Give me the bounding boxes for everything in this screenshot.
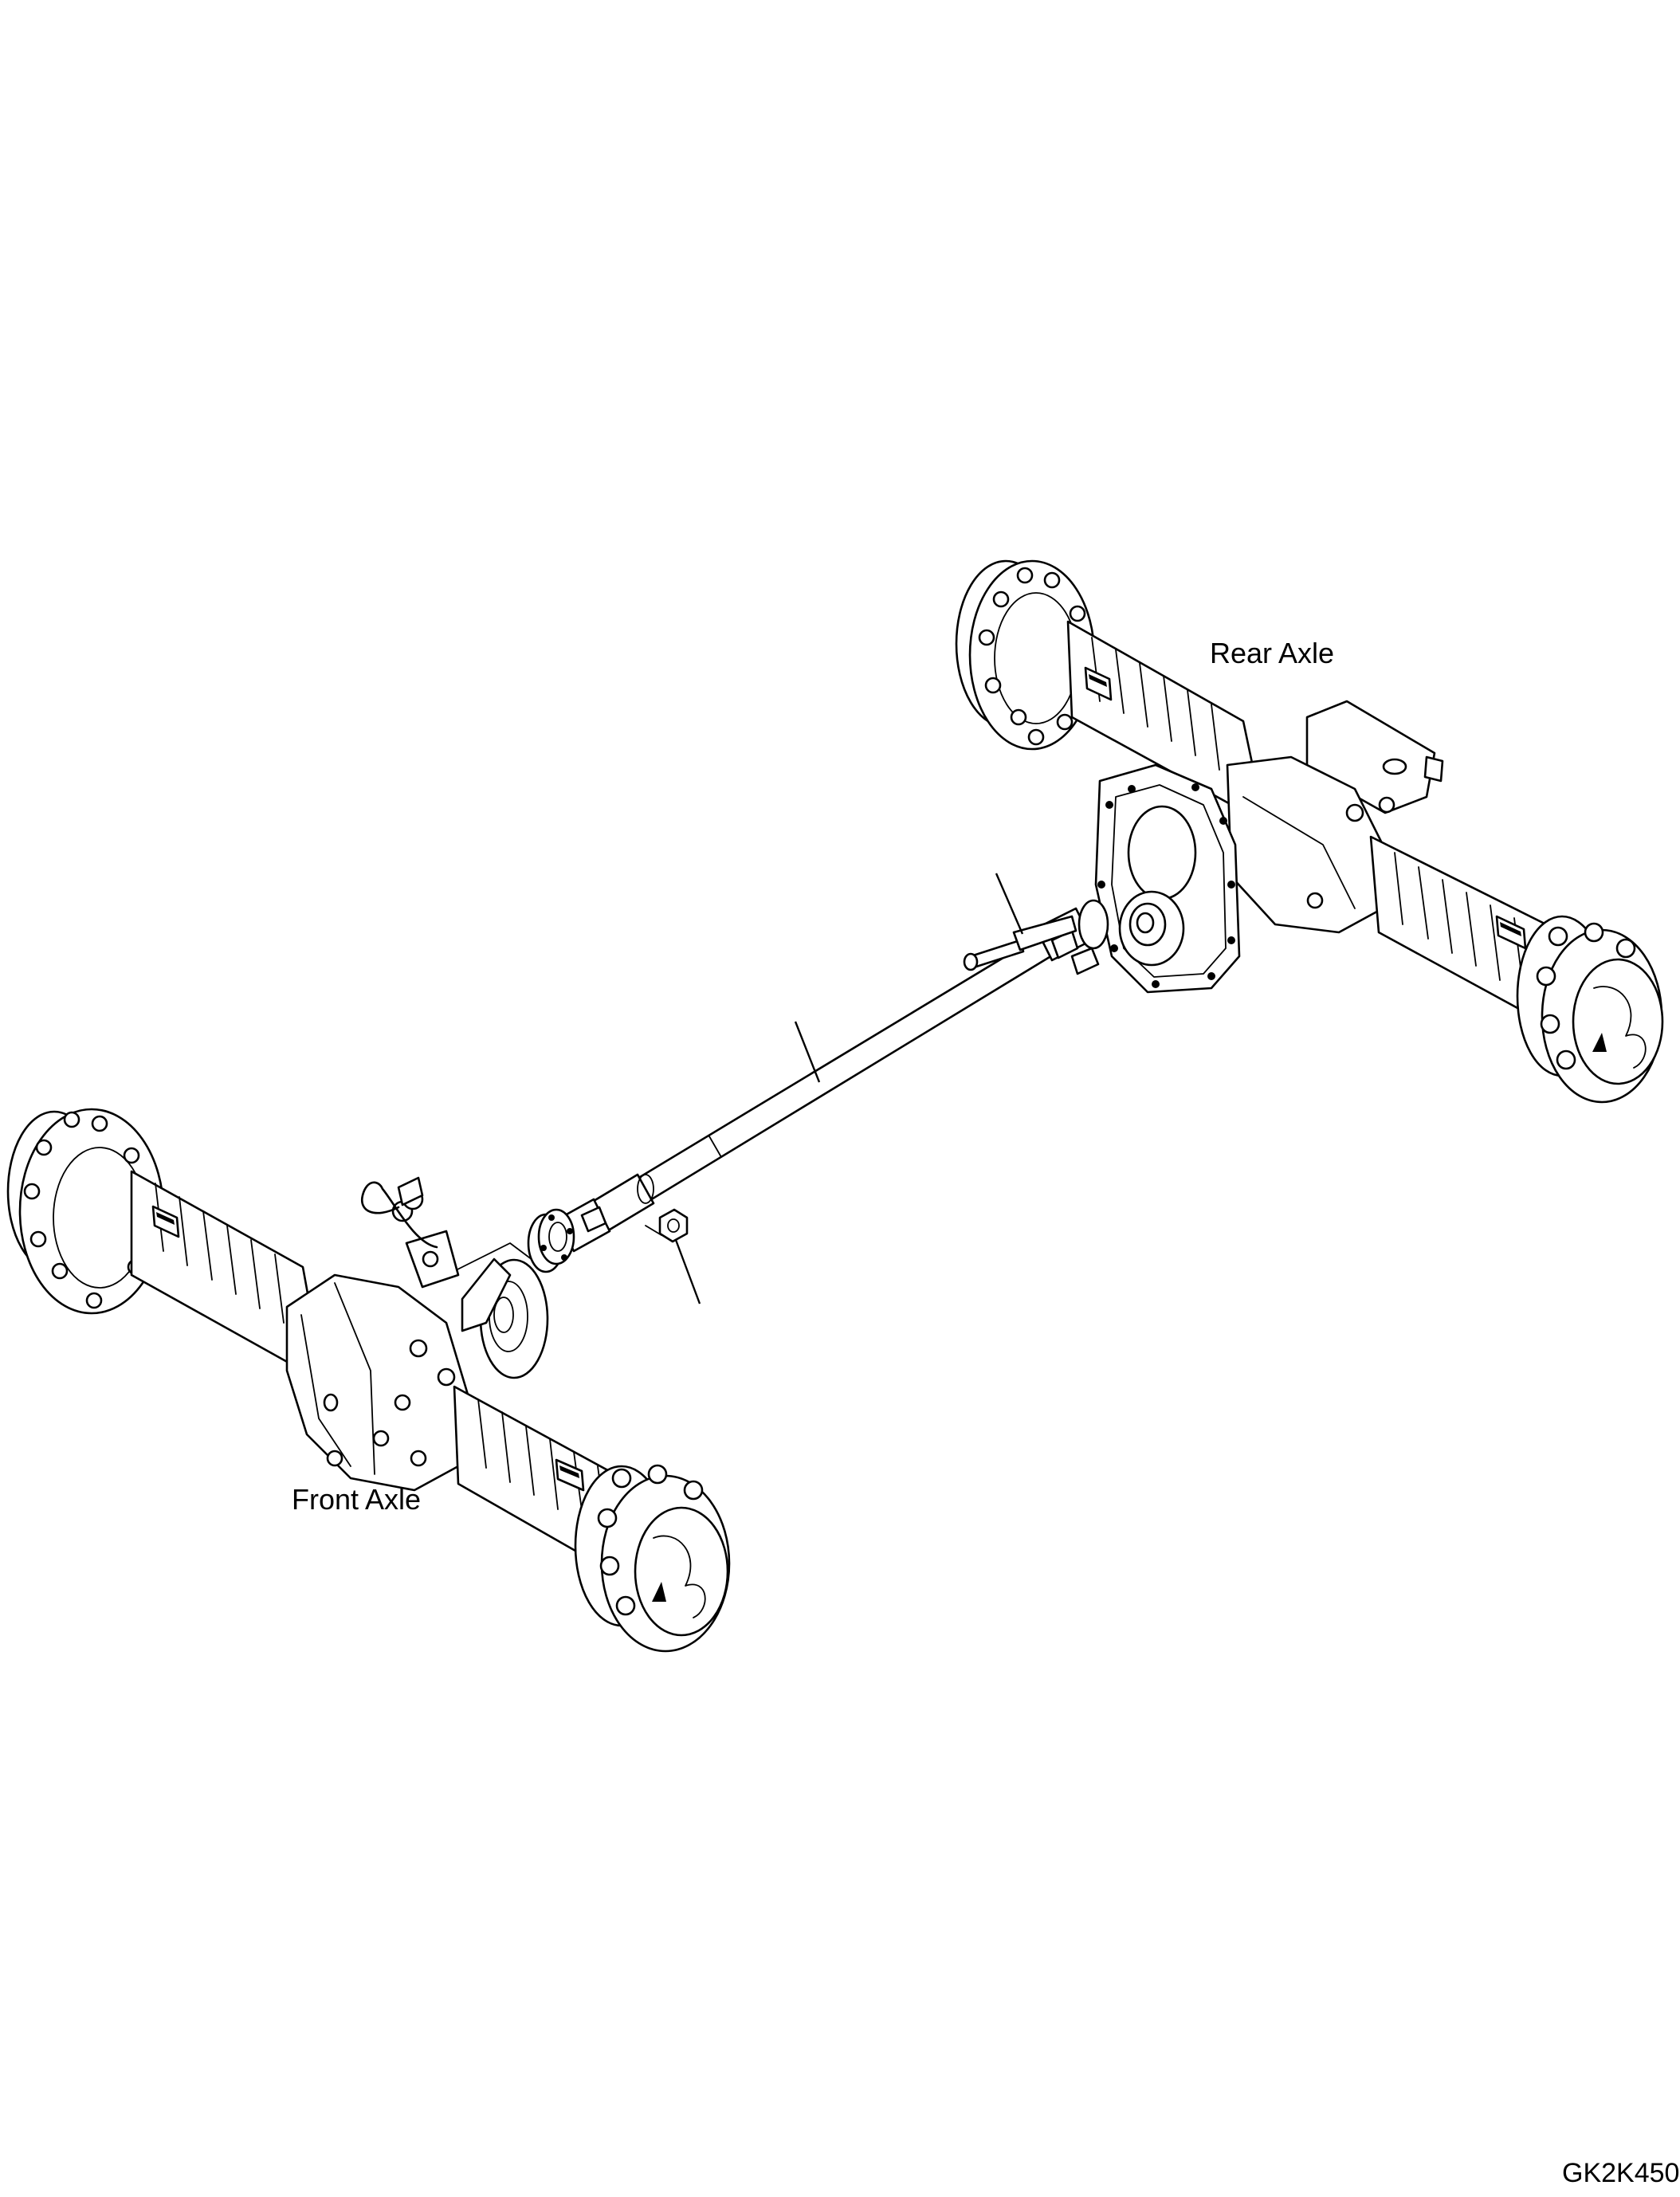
drive-shaft	[527, 899, 1109, 1273]
front-axle-label: Front Axle	[292, 1483, 421, 1516]
leader-line-bolt	[995, 873, 1024, 935]
rear-axle-right-hub	[1516, 915, 1664, 1104]
rear-axle	[955, 559, 1664, 1104]
drawing-id: GK2K4509	[1562, 2158, 1680, 2188]
front-axle-differential-housing	[285, 1176, 549, 1492]
bolt	[963, 915, 1077, 971]
leader-line-shaft	[794, 1021, 821, 1083]
front-axle	[6, 1108, 731, 1653]
front-axle-left-arm	[130, 1170, 320, 1372]
rear-axle-label: Rear Axle	[1210, 637, 1334, 669]
front-axle-right-hub	[574, 1464, 731, 1653]
nut	[645, 1208, 689, 1243]
leader-line-nut	[674, 1239, 701, 1304]
front-universal-joint	[527, 1198, 611, 1273]
front-axle-left-hub	[6, 1108, 165, 1315]
rear-axle-differential-housing	[1094, 755, 1395, 994]
